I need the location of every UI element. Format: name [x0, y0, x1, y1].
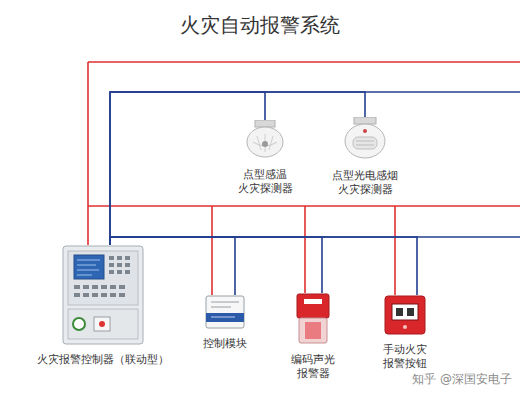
controller-panel-icon — [62, 245, 144, 345]
node-label: 手动火灾 报警按钮 — [379, 343, 431, 372]
signal-wire — [110, 92, 265, 245]
watermark: 知乎 @深国安电子 — [412, 371, 512, 388]
red-riser-line — [87, 62, 89, 245]
module-node: 控制模块 — [203, 295, 247, 351]
signal-wire — [110, 237, 417, 295]
heat-detector-icon — [245, 120, 285, 160]
red-drop-line — [304, 206, 306, 293]
red-drop-line — [394, 206, 396, 295]
red-bus-line — [88, 61, 520, 63]
node-label: 点型光电感烟 火灾探测器 — [328, 169, 402, 198]
smoke-detector-icon — [343, 117, 387, 161]
node-label: 点型感温 火灾探测器 — [234, 168, 296, 197]
detector-node: 点型光电感烟 火灾探测器 — [328, 117, 402, 198]
signal-wire — [110, 92, 365, 245]
manual-call-point-icon — [384, 295, 426, 335]
red-bus-line — [88, 205, 520, 207]
button-node: 手动火灾 报警按钮 — [379, 295, 431, 372]
alarm-node: 编码声光 报警器 — [287, 293, 339, 382]
node-label: 火灾报警控制器（联动型） — [37, 353, 169, 367]
controller-node: 火灾报警控制器（联动型） — [37, 245, 169, 367]
node-label: 编码声光 报警器 — [287, 353, 339, 382]
control-module-icon — [205, 295, 245, 329]
node-label: 控制模块 — [203, 337, 247, 351]
red-drop-line — [211, 206, 213, 295]
diagram-title: 火灾自动报警系统 — [0, 12, 520, 39]
sound-light-alarm-icon — [296, 293, 330, 345]
detector-node: 点型感温 火灾探测器 — [234, 120, 296, 197]
